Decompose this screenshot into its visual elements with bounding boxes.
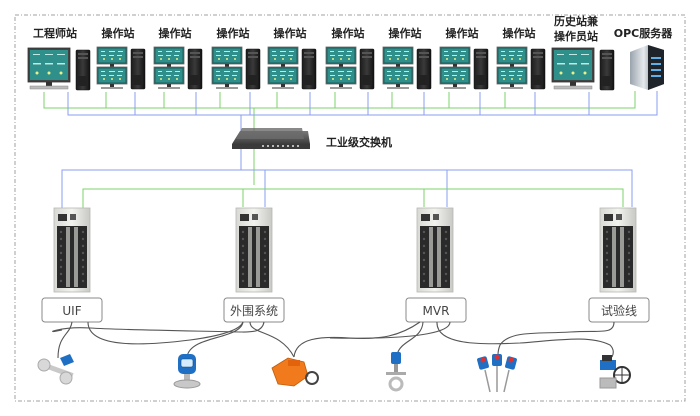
controller-label-periph: 外围系统 xyxy=(230,304,278,318)
vortex-flowmeter-icon xyxy=(386,352,406,392)
controller-label-test: 试验线 xyxy=(601,303,637,318)
switch-label: 工业级交换机 xyxy=(326,135,392,149)
station-label-op3: 操作站 xyxy=(217,26,250,40)
controller-cabinet-periph xyxy=(235,207,273,293)
station-label-op5: 操作站 xyxy=(332,26,365,40)
history-workstation xyxy=(551,47,615,91)
operator-workstation-6 xyxy=(383,47,432,90)
station-label-eng: 工程师站 xyxy=(33,26,77,40)
controller-label-mvr: MVR xyxy=(423,304,450,318)
operator-workstation-5 xyxy=(326,47,375,90)
field-cables xyxy=(52,321,615,359)
controller-box-periph xyxy=(223,297,285,323)
temperature-sensors-icon xyxy=(477,354,517,393)
station-label-hist-2: 操作员站 xyxy=(554,29,598,43)
controller-box-test xyxy=(588,297,650,323)
operator-workstation-2 xyxy=(154,47,203,90)
engineer-workstation xyxy=(27,47,91,91)
station-label-opc: OPC服务器 xyxy=(614,26,673,40)
operator-workstation-7 xyxy=(440,47,489,90)
controller-cabinet-uif xyxy=(53,207,91,293)
control-valve-icon xyxy=(599,355,631,389)
operator-workstation-1 xyxy=(97,47,146,90)
station-label-hist-1: 历史站兼 xyxy=(554,14,599,28)
controller-box-mvr xyxy=(405,297,467,323)
pressure-transmitter-icon xyxy=(173,354,201,389)
operator-workstation-3 xyxy=(212,47,261,90)
controller-label-uif: UIF xyxy=(62,304,81,318)
opc-server-icon xyxy=(630,45,664,90)
operator-workstation-8 xyxy=(497,47,546,90)
network-b-bottom xyxy=(61,169,633,210)
network-a-bottom xyxy=(82,188,624,210)
network-a-top xyxy=(43,91,636,185)
station-label-op4: 操作站 xyxy=(274,26,307,40)
controller-cabinet-test xyxy=(599,207,637,293)
controller-cabinet-mvr xyxy=(416,207,454,293)
operator-workstation-4 xyxy=(268,47,317,90)
station-label-op2: 操作站 xyxy=(159,26,192,40)
flowmeter-icon xyxy=(37,354,74,385)
station-label-op8: 操作站 xyxy=(503,26,536,40)
station-label-op7: 操作站 xyxy=(446,26,479,40)
station-label-op1: 操作站 xyxy=(102,26,135,40)
industrial-switch-icon xyxy=(232,128,310,149)
network-b-top xyxy=(67,91,658,170)
electric-actuator-icon xyxy=(271,357,319,387)
station-label-op6: 操作站 xyxy=(389,26,422,40)
diagram-frame xyxy=(14,14,686,402)
